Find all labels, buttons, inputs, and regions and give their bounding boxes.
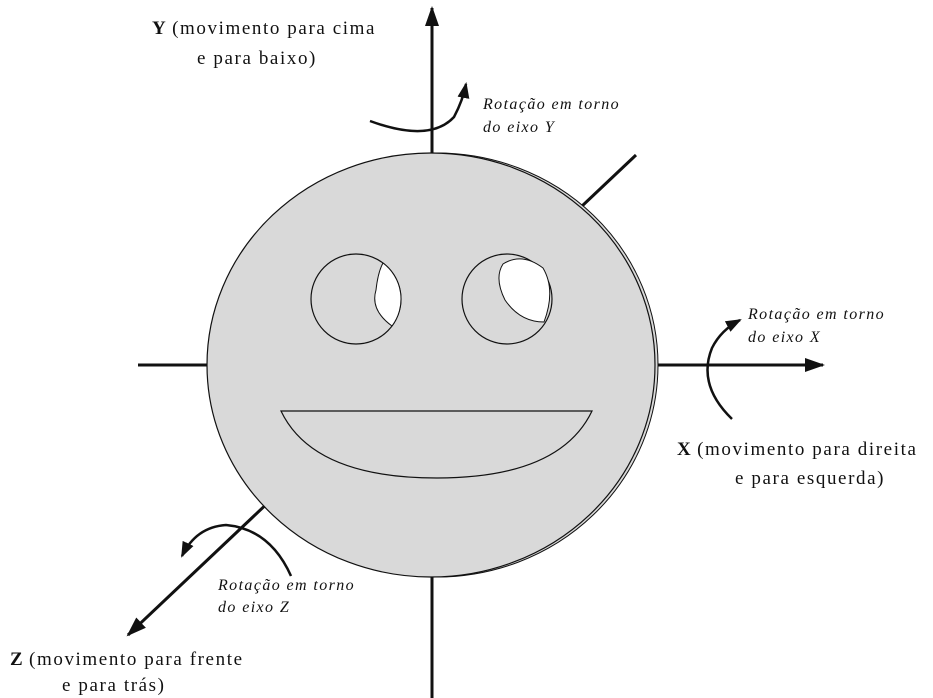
x-axis-desc-line2: e para esquerda) bbox=[735, 468, 885, 489]
z-axis-desc-line1: (movimento para frente bbox=[23, 649, 244, 670]
rotation-y-arrow bbox=[369, 82, 470, 133]
rotation-z-label-line2: do eixo Z bbox=[218, 599, 290, 616]
face-circle bbox=[206, 152, 656, 578]
z-axis-label: Z (movimento para frente bbox=[10, 649, 244, 670]
y-axis-letter: Y bbox=[152, 18, 166, 39]
left-eye bbox=[310, 253, 402, 345]
x-axis-desc-line1: (movimento para direita bbox=[691, 439, 918, 460]
z-axis-desc-line2: e para trás) bbox=[62, 675, 166, 696]
x-axis-label: X (movimento para direita bbox=[677, 439, 917, 460]
y-axis-desc-line2: e para baixo) bbox=[197, 48, 317, 69]
rotation-y-label-line1: Rotação em torno bbox=[482, 96, 620, 113]
rotation-z-label-line1: Rotação em torno bbox=[217, 577, 355, 594]
rotation-x-arrow bbox=[706, 318, 742, 420]
right-eye bbox=[461, 253, 553, 345]
right-eye-highlight bbox=[498, 258, 551, 323]
y-axis-desc-line1: (movimento para cima bbox=[166, 18, 376, 39]
rotation-x-label-line1: Rotação em torno bbox=[747, 306, 885, 323]
rotation-x-label-line2: do eixo X bbox=[748, 329, 821, 346]
left-eye-highlight bbox=[374, 262, 402, 327]
rotation-z-arrow bbox=[180, 523, 293, 577]
mouth bbox=[280, 410, 593, 479]
rotation-y-label-line2: do eixo Y bbox=[483, 119, 556, 136]
z-axis-letter: Z bbox=[10, 649, 23, 670]
y-axis-label: Y (movimento para cima bbox=[152, 18, 376, 39]
x-axis-letter: X bbox=[677, 439, 691, 460]
